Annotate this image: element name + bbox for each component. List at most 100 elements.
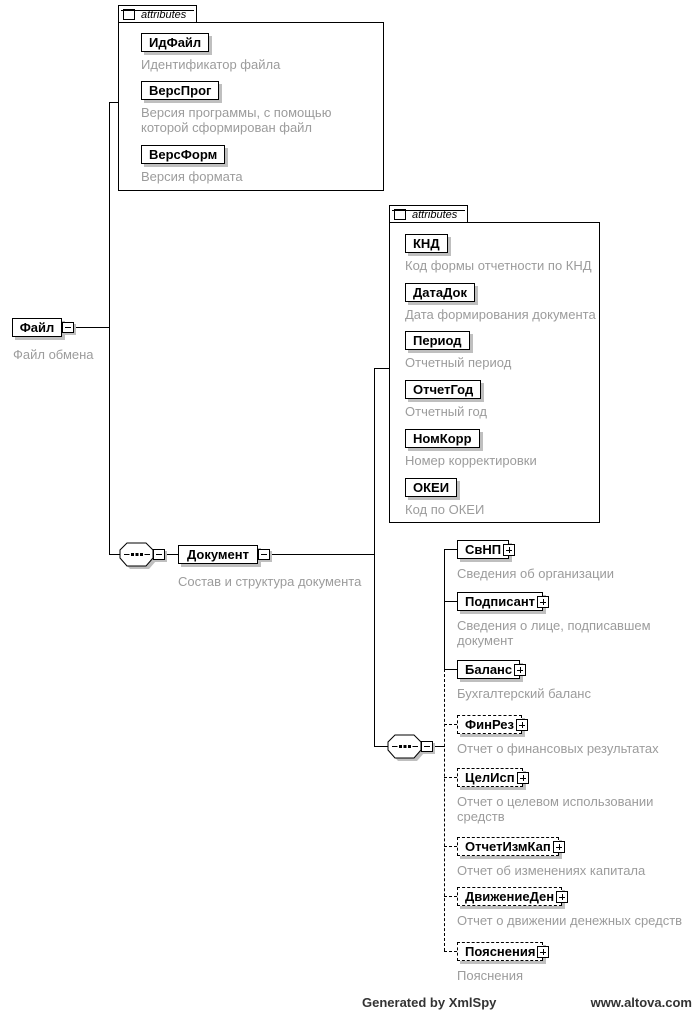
element-annotation: Состав и структура документа: [178, 574, 362, 589]
attribute-label: ДатаДок: [413, 285, 467, 300]
file-branch-line: [74, 327, 110, 328]
element-dvizhenieden[interactable]: ДвижениеДен: [457, 887, 569, 906]
attribute-versprog[interactable]: ВерсПрог: [141, 81, 220, 100]
document-branch-line: [270, 554, 375, 555]
attribute-label: ОКЕИ: [413, 480, 450, 495]
attribute-annotation: Код формы отчетности по КНД: [405, 258, 592, 273]
branch-line-poyasneniya: [444, 951, 457, 952]
collapse-icon[interactable]: [394, 209, 406, 220]
element-annotation: Пояснения: [457, 968, 524, 983]
children-trunk-solid-line: [444, 549, 445, 669]
element-annotation: Сведения об организации: [457, 566, 615, 581]
attribute-annotation: Номер корректировки: [405, 453, 537, 468]
children-trunk-dashed-line: [444, 669, 445, 951]
element-label: ОтчетИзмКап: [465, 839, 551, 854]
element-annotation: Отчет об изменениях капитала: [457, 863, 646, 878]
attribute-label: ВерсПрог: [149, 83, 212, 98]
document-attributes-branch-line: [374, 368, 389, 369]
element-label: ДвижениеДен: [465, 889, 555, 904]
attribute-knd[interactable]: КНД: [405, 234, 448, 253]
generator-credit: Generated by XmlSpy: [362, 995, 497, 1010]
element-label: Пояснения: [465, 944, 536, 959]
attribute-annotation: Версия формата: [141, 169, 243, 184]
expand-icon[interactable]: [515, 719, 528, 731]
collapse-icon[interactable]: [62, 322, 74, 333]
attribute-versform[interactable]: ВерсФорм: [141, 145, 226, 164]
element-otchetizmkap[interactable]: ОтчетИзмКап: [457, 837, 565, 856]
element-annotation: Бухгалтерский баланс: [457, 686, 591, 701]
attribute-label: ВерсФорм: [149, 147, 218, 162]
sequence-icon[interactable]: [387, 734, 429, 764]
element-annotation: Отчет о финансовых результатах: [457, 741, 659, 756]
branch-line-svnp: [444, 549, 457, 550]
expand-icon[interactable]: [516, 772, 529, 784]
attribute-nomkorr[interactable]: НомКорр: [405, 429, 480, 448]
element-label: ЦелИсп: [465, 770, 515, 785]
element-svnp[interactable]: СвНП: [457, 540, 516, 559]
element-finrez[interactable]: ФинРез: [457, 715, 528, 734]
collapse-icon[interactable]: [123, 9, 135, 20]
attribute-datadok[interactable]: ДатаДок: [405, 283, 475, 302]
attribute-label: ИдФайл: [149, 35, 202, 50]
element-podpisant[interactable]: Подписант: [457, 592, 550, 611]
element-label: Подписант: [465, 594, 536, 609]
collapse-icon[interactable]: [258, 549, 270, 560]
attribute-idfile[interactable]: ИдФайл: [141, 33, 210, 52]
attribute-annotation: Отчетный период: [405, 355, 512, 370]
file-sequence-branch-line: [109, 554, 121, 555]
branch-line-dvizhenieden: [444, 896, 457, 897]
element-poyasneniya[interactable]: Пояснения: [457, 942, 550, 961]
element-balans[interactable]: Баланс: [457, 660, 527, 679]
attribute-annotation: Дата формирования документа: [405, 307, 596, 322]
document-trunk-line: [374, 368, 375, 747]
element-label: Документ: [187, 547, 249, 562]
attribute-period[interactable]: Период: [405, 331, 470, 350]
expand-icon[interactable]: [552, 841, 565, 853]
element-file[interactable]: Файл: [12, 318, 74, 337]
element-annotation: Отчет о целевом использовании средств: [457, 794, 654, 824]
expand-icon[interactable]: [503, 544, 516, 556]
document-attributes-tab: attributes: [389, 205, 468, 223]
document-attributes-frame: КНД Код формы отчетности по КНД ДатаДок …: [389, 222, 600, 523]
file-attributes-frame: ИдФайл Идентификатор файла ВерсПрог Верс…: [118, 22, 384, 191]
expand-icon[interactable]: [556, 891, 569, 903]
element-celisp[interactable]: ЦелИсп: [457, 768, 529, 787]
attribute-annotation: Идентификатор файла: [141, 57, 281, 72]
expand-icon[interactable]: [514, 664, 527, 676]
attribute-label: Период: [413, 333, 462, 348]
file-attributes-tab: attributes: [118, 5, 197, 23]
element-annotation: Сведения о лице, подписавшем документ: [457, 618, 651, 648]
expand-icon[interactable]: [537, 596, 550, 608]
attribute-annotation: Отчетный год: [405, 404, 487, 419]
attribute-annotation: Версия программы, с помощью которой сфор…: [141, 105, 332, 135]
element-label: Баланс: [465, 662, 513, 677]
attribute-annotation: Код по ОКЕИ: [405, 502, 485, 517]
element-label: ФинРез: [465, 717, 514, 732]
file-attributes-branch-line: [109, 102, 119, 103]
attribute-otchetgod[interactable]: ОтчетГод: [405, 380, 482, 399]
branch-line-podpisant: [444, 601, 457, 602]
sequence-to-document-line: [165, 554, 178, 555]
document-sequence-branch-line: [374, 746, 388, 747]
element-annotation: Отчет о движении денежных средств: [457, 913, 683, 928]
expand-icon[interactable]: [537, 946, 550, 958]
branch-line-balans: [444, 669, 457, 670]
attributes-tab-label: attributes: [412, 208, 458, 221]
element-label: СвНП: [465, 542, 502, 557]
attribute-label: КНД: [413, 236, 440, 251]
altova-link[interactable]: www.altova.com: [590, 995, 692, 1010]
collapse-icon[interactable]: [153, 549, 165, 560]
element-label: Файл: [19, 320, 55, 335]
attribute-label: НомКорр: [413, 431, 472, 446]
attribute-label: ОтчетГод: [413, 382, 474, 397]
collapse-icon[interactable]: [421, 741, 433, 752]
element-document[interactable]: Документ: [178, 545, 270, 564]
branch-line-otchetizmkap: [444, 846, 457, 847]
element-annotation: Файл обмена: [13, 347, 94, 362]
sequence-to-children-line: [433, 746, 445, 747]
attributes-tab-label: attributes: [141, 8, 187, 21]
attribute-okei[interactable]: ОКЕИ: [405, 478, 458, 497]
sequence-icon[interactable]: [119, 542, 161, 572]
file-trunk-line: [109, 102, 110, 555]
